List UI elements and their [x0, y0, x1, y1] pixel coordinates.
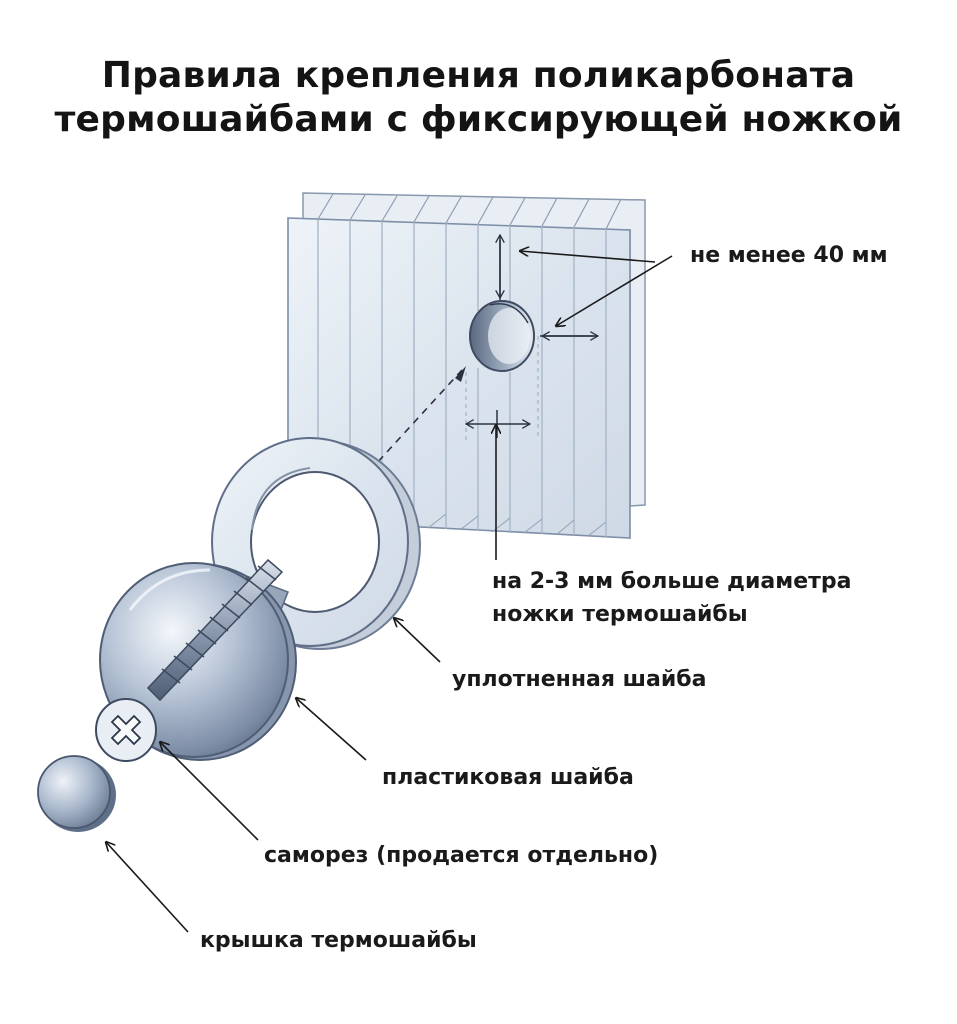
leader-screw [160, 742, 259, 841]
label-screw: саморез (продается отдельно) [264, 843, 659, 868]
phillips-cross-icon [110, 714, 142, 746]
label-min-distance: не менее 40 мм [690, 243, 888, 268]
label-cap: крышка термошайбы [200, 928, 477, 953]
screw-thread [161, 565, 277, 684]
self-tapping-screw [95, 558, 284, 762]
leader-min-distance [520, 251, 656, 263]
sheet-hole [465, 300, 539, 440]
title-line-1: Правила крепления поликарбоната [101, 55, 856, 96]
leader-lines [106, 251, 673, 933]
label-sealing-washer: уплотненная шайба [452, 667, 707, 692]
axis-arrowhead [455, 366, 466, 382]
thermo-washer-cap [37, 755, 116, 832]
leader-sealing-washer [394, 618, 441, 663]
page-title: Правила крепления поликарбоната термошай… [0, 54, 957, 142]
sheet-top-ribs [317, 193, 622, 230]
label-plastic-washer: пластиковая шайба [382, 765, 634, 790]
leader-min-distance-2 [556, 255, 673, 326]
title-line-2: термошайбами с фиксирующей ножкой [54, 99, 903, 140]
label-hole-size-line-1: на 2-3 мм больше диаметра [492, 569, 852, 594]
leader-cap [106, 842, 189, 933]
label-hole-size-line-2: ножки термошайбы [492, 602, 748, 627]
leader-plastic-washer [296, 698, 367, 761]
